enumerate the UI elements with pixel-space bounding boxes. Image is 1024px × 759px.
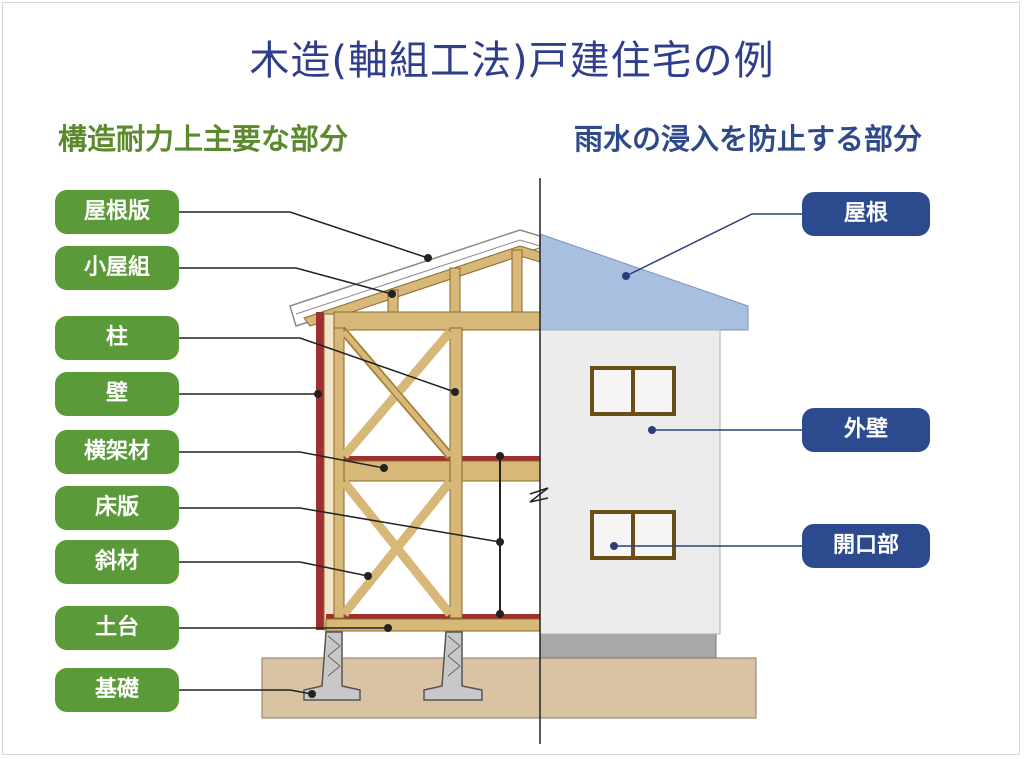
label-post: 柱 bbox=[55, 316, 179, 360]
waterproof-parts-heading: 雨水の浸入を防止する部分 bbox=[574, 122, 923, 156]
leader-lines-right bbox=[614, 213, 802, 547]
floor-red bbox=[334, 456, 540, 461]
foundation-left bbox=[303, 631, 361, 701]
sill-red bbox=[326, 614, 540, 619]
label-brace: 斜材 bbox=[55, 540, 179, 584]
label-wall: 壁 bbox=[55, 372, 179, 416]
foundation-strip bbox=[539, 633, 717, 659]
outer-wall-sheathing bbox=[316, 312, 324, 630]
label-exterior-wall: 外壁 bbox=[802, 408, 930, 452]
label-beam: 横架材 bbox=[55, 430, 179, 474]
foundation-center bbox=[423, 631, 483, 701]
roof-blue bbox=[539, 233, 749, 331]
beam-upper bbox=[333, 311, 541, 331]
label-roof: 屋根 bbox=[802, 192, 930, 236]
label-roof-slab: 屋根版 bbox=[55, 190, 179, 234]
window-upper bbox=[590, 366, 676, 416]
leader-lines-left bbox=[179, 211, 501, 695]
label-sill: 土台 bbox=[55, 606, 179, 650]
leader-dots-left bbox=[308, 254, 504, 698]
label-roof-truss: 小屋組 bbox=[55, 246, 179, 290]
leader-dots-right bbox=[610, 272, 656, 550]
post-middle bbox=[449, 327, 463, 619]
ground bbox=[261, 657, 757, 719]
label-opening: 開口部 bbox=[802, 524, 930, 568]
braces bbox=[340, 329, 454, 617]
label-floor-slab: 床版 bbox=[55, 486, 179, 530]
label-foundation: 基礎 bbox=[55, 668, 179, 712]
structural-parts-heading: 構造耐力上主要な部分 bbox=[58, 122, 349, 156]
sill bbox=[325, 618, 541, 632]
post-left bbox=[333, 327, 345, 619]
page-title: 木造(軸組工法)戸建住宅の例 bbox=[249, 38, 775, 84]
outer-wall-board bbox=[323, 313, 335, 631]
window-lower bbox=[590, 510, 676, 560]
